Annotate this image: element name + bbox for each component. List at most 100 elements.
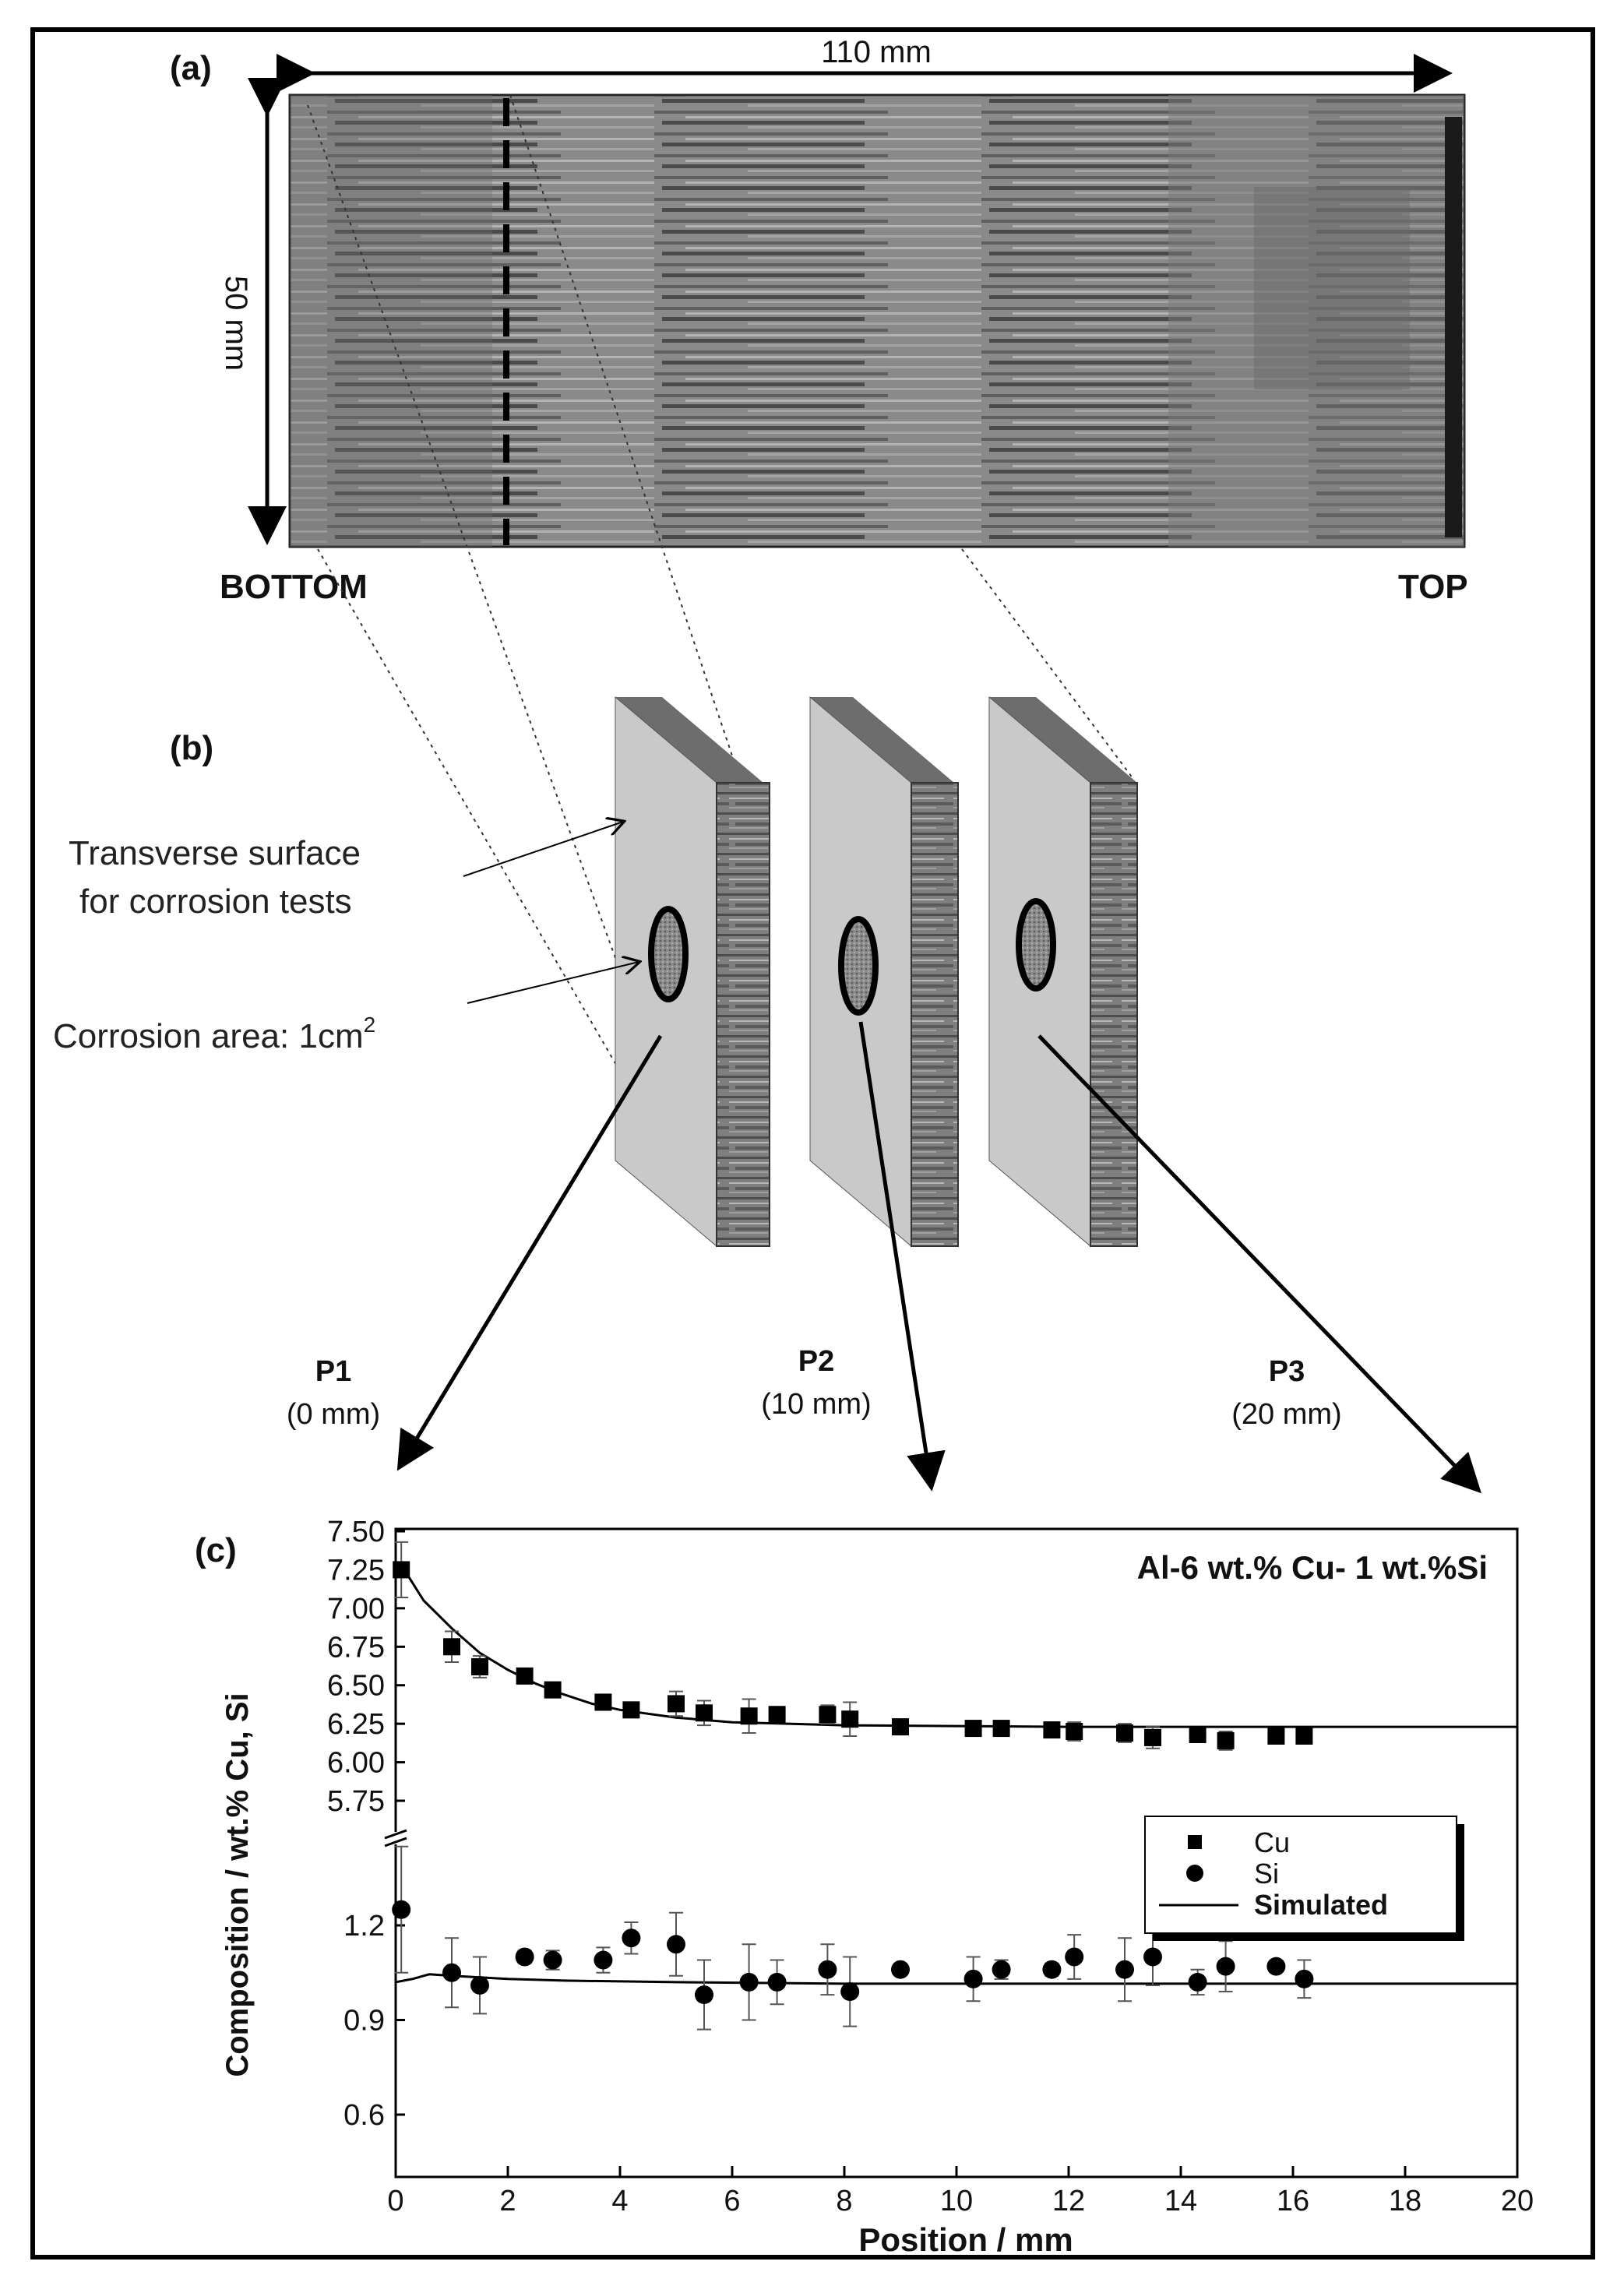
x-tick-label: 4 [611,2185,628,2217]
si-point [767,1972,787,1992]
cu-point [668,1695,685,1713]
annotation-transverse-surface-line1: Transverse surface [69,834,361,872]
cu-point [544,1681,562,1699]
y-tick-label: 6.25 [327,1708,385,1741]
y-tick-label: 6.00 [327,1747,385,1780]
simulated-line-si [395,1973,1517,1985]
ingot-macrograph [288,93,1466,548]
si-point [1143,1947,1162,1967]
si-point [1115,1960,1134,1979]
annotation-corrosion-area: Corrosion area: 1cm2 [53,1013,375,1055]
specimen-slab-p3 [988,696,1138,1248]
si-point [1042,1960,1062,1979]
y-axis-label: Composition / wt.% Cu, Si [220,1692,255,2076]
cu-point [443,1638,460,1656]
si-point [594,1950,613,1970]
height-dimension-label: 50 mm [219,276,253,371]
annotation-surface-arrows [463,822,639,1004]
cu-point [696,1704,713,1722]
si-point [470,1975,489,1995]
legend-si-label: Si [1254,1858,1279,1890]
position-p2-dist: (10 mm) [761,1388,871,1421]
cu-point [622,1701,640,1719]
cu-point [740,1707,758,1725]
y-tick-label: 7.25 [327,1554,385,1587]
cu-point [1189,1725,1207,1743]
si-point [891,1960,910,1979]
si-point [667,1935,685,1954]
panel-a-label: (a) [170,49,212,87]
si-point [392,1900,411,1919]
si-point [1295,1969,1314,1988]
bottom-label: BOTTOM [220,568,368,606]
y-tick-label: 7.50 [327,1516,385,1548]
x-tick-label: 10 [940,2185,973,2217]
position-p1-name: P1 [315,1355,351,1388]
cu-point [992,1720,1010,1738]
cu-point [1066,1723,1083,1741]
x-tick-label: 0 [387,2185,403,2217]
x-axis-label: Position / mm [858,2221,1073,2258]
si-point [1216,1957,1235,1976]
cu-point [1144,1728,1161,1746]
si-point [1188,1972,1207,1992]
cu-point [892,1718,909,1736]
cu-point [1116,1724,1133,1742]
si-point [992,1960,1011,1979]
cu-point [393,1561,410,1579]
legend: Cu Si Simulated [1144,1816,1464,1941]
cu-point [768,1706,786,1724]
si-point [622,1928,641,1948]
x-tick-label: 12 [1052,2185,1085,2217]
cu-point [1295,1727,1313,1745]
y-tick-label: 0.6 [343,2099,385,2132]
si-point [739,1972,759,1992]
specimen-slab-p2 [809,696,959,1248]
si-point [543,1950,562,1970]
cu-point [1043,1721,1061,1739]
si-point [442,1963,461,1982]
top-label: TOP [1398,568,1468,606]
si-point [963,1969,983,1988]
position-arrows [396,1021,1481,1494]
position-p1-dist: (0 mm) [287,1398,380,1431]
x-tick-label: 14 [1164,2185,1197,2217]
si-point [1065,1947,1084,1967]
x-tick-label: 16 [1277,2185,1309,2217]
cu-point [594,1693,612,1711]
x-tick-label: 2 [499,2185,516,2217]
cu-point [964,1720,982,1738]
cu-point [516,1667,534,1685]
y-axis-upper: 5.756.006.256.506.757.007.257.50 [327,1516,405,1818]
simulated-curves [395,1564,1517,1985]
y-tick-label: 7.00 [327,1593,385,1626]
x-tick-label: 8 [836,2185,852,2217]
si-point [695,1985,713,2005]
specimen-slab-p1 [615,696,770,1248]
position-p3-dist: (20 mm) [1231,1398,1341,1431]
legend-simulated-label: Simulated [1254,1889,1388,1921]
si-point [515,1947,534,1967]
x-tick-label: 6 [724,2185,740,2217]
si-point [1266,1957,1286,1976]
panel-b-label: (b) [170,729,213,767]
data-markers [392,1561,1314,2005]
panel-c-label: (c) [195,1531,237,1569]
y-tick-label: 6.75 [327,1631,385,1664]
y-tick-label: 0.9 [343,2005,385,2038]
alloy-title: Al-6 wt.% Cu- 1 wt.%Si [1137,1549,1488,1586]
cu-point [819,1706,837,1724]
legend-cu-label: Cu [1254,1826,1290,1858]
annotation-transverse-surface-line2: for corrosion tests [79,882,352,921]
figure-frame [30,27,1595,2260]
si-point [840,1982,860,2002]
cu-point [1217,1731,1235,1749]
cu-point [1267,1727,1285,1745]
width-dimension-label: 110 mm [821,35,932,69]
x-tick-label: 20 [1501,2185,1534,2217]
position-p3-name: P3 [1269,1355,1305,1388]
y-tick-label: 5.75 [327,1785,385,1818]
y-tick-label: 1.2 [343,1910,385,1943]
composition-chart: 5.756.006.256.506.757.007.257.50 0.60.91… [220,1516,1534,2258]
